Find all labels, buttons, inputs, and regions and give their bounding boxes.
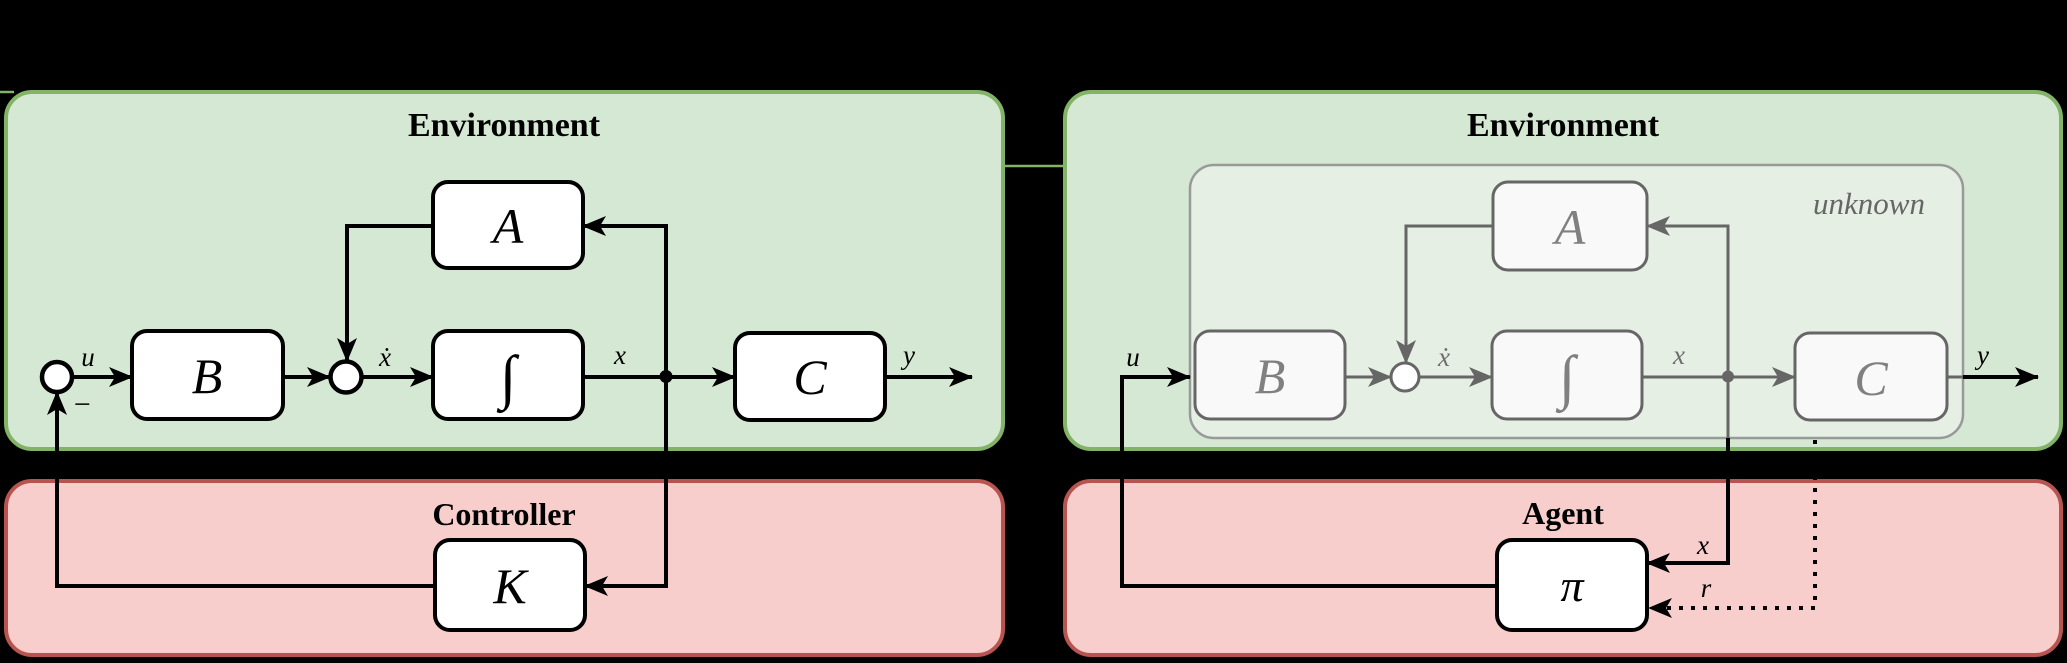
block-c-unknown <box>1793 331 1949 422</box>
x-label: x <box>613 340 626 370</box>
block-c-unknown-label: C <box>1854 350 1888 406</box>
state-sum-junction <box>328 359 364 395</box>
left-controller-title: Controller <box>432 496 575 532</box>
k-to-sum-feedback-line <box>47 391 435 588</box>
left-environment-title: Environment <box>408 107 601 144</box>
block-c <box>733 331 887 422</box>
right-agent-title: Agent <box>1522 495 1604 531</box>
x-branch-dot <box>659 370 673 383</box>
block-a <box>431 180 585 270</box>
block-pi <box>1495 538 1649 632</box>
block-b-unknown <box>1193 329 1347 421</box>
xdot-label: ẋ <box>378 342 391 372</box>
pi-action-u-line <box>1120 367 1497 588</box>
block-integrator-unknown <box>1490 329 1644 421</box>
reference-sum-junction <box>39 359 75 395</box>
reward-to-pi-dotted-line <box>1648 440 1817 618</box>
right-environment-title: Environment <box>1467 107 1660 144</box>
block-c-label: C <box>793 349 827 405</box>
block-integrator-label: ∫ <box>497 344 520 414</box>
block-pi-label: π <box>1560 560 1585 611</box>
block-integrator-unknown-label: ∫ <box>1556 344 1579 414</box>
block-a-unknown-label: A <box>1552 199 1586 255</box>
x-label-right: x <box>1672 340 1685 370</box>
reward-label: r <box>1701 573 1712 603</box>
x-feedback-label: x <box>1696 530 1709 560</box>
y-label: y <box>900 340 915 370</box>
x-to-a-line <box>582 216 668 376</box>
xdot-label-right: ẋ <box>1437 342 1450 372</box>
minus-label: − <box>72 388 92 421</box>
block-b-unknown-label: B <box>1255 348 1286 404</box>
x-to-k-line <box>584 376 668 596</box>
x-to-a-line-gray <box>1646 216 1730 376</box>
block-b-label: B <box>192 348 223 404</box>
block-a-unknown <box>1491 180 1649 272</box>
block-a-label: A <box>490 198 524 254</box>
block-integrator <box>431 329 585 421</box>
a-feedback-to-sum-line-gray <box>1396 224 1493 364</box>
u-label: u <box>81 342 95 372</box>
left-panel: Environment Controller A B ∫ C K u ẋ x y… <box>0 90 1005 657</box>
a-feedback-to-sum-line <box>337 224 433 362</box>
unknown-label: unknown <box>1813 186 1925 221</box>
block-k <box>433 538 587 632</box>
x-branch-dot-gray <box>1722 370 1734 383</box>
block-b <box>130 329 285 421</box>
right-panel: Environment Agent unknown A B ∫ C π u ẋ <box>1063 90 2063 657</box>
y-label-right: y <box>1974 340 1989 370</box>
block-k-label: K <box>492 558 529 614</box>
state-sum-junction-gray <box>1389 361 1421 393</box>
x-to-pi-line <box>1646 438 1730 573</box>
u-label-right: u <box>1126 342 1140 372</box>
